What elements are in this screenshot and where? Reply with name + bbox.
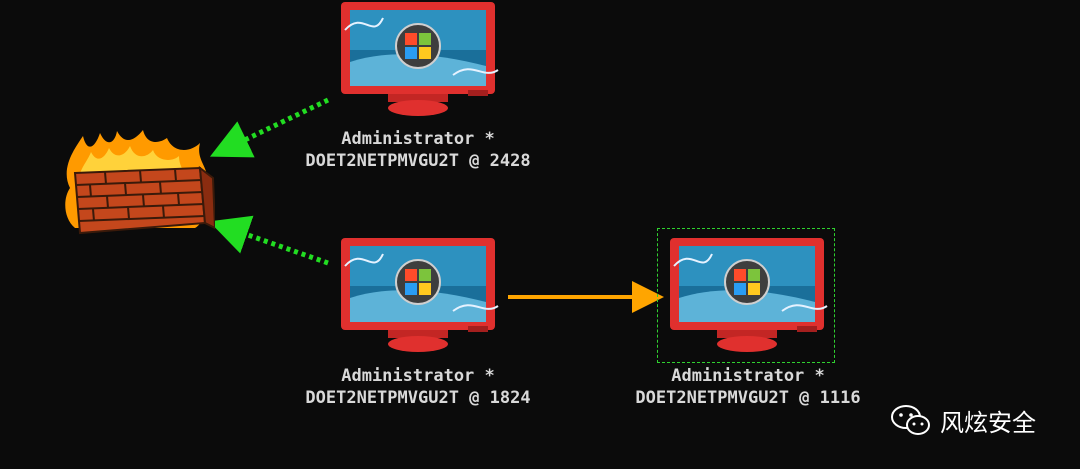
- beacon-host-pid-1824: DOET2NETPMVGU2T @ 1824: [305, 388, 531, 408]
- wechat-icon: [891, 405, 930, 435]
- monitor-icon: [341, 238, 499, 352]
- watermark-text: 风炫安全: [940, 408, 1036, 437]
- selection-outline: [657, 228, 835, 363]
- beacon-node-1116[interactable]: [662, 236, 832, 356]
- monitor-icon: [341, 2, 499, 116]
- beacon-label-1824: Administrator * DOET2NETPMVGU2T @ 1824: [290, 365, 546, 409]
- beacon-node-2428[interactable]: [333, 0, 503, 120]
- beacon-user-2428: Administrator *: [341, 129, 495, 149]
- beacon-user-1116: Administrator *: [671, 366, 825, 386]
- monitor-icon: [670, 238, 828, 352]
- beacon-host-pid-1116: DOET2NETPMVGU2T @ 1116: [635, 388, 861, 408]
- beacon-label-1116: Administrator * DOET2NETPMVGU2T @ 1116: [620, 365, 876, 409]
- beacon-user-1824: Administrator *: [341, 366, 495, 386]
- beacon-host-pid-2428: DOET2NETPMVGU2T @ 2428: [305, 151, 531, 171]
- beacon-label-2428: Administrator * DOET2NETPMVGU2T @ 2428: [290, 128, 546, 172]
- firewall-icon[interactable]: [55, 128, 217, 243]
- watermark: 风炫安全: [890, 402, 1036, 438]
- beacon-node-1824[interactable]: [333, 236, 503, 356]
